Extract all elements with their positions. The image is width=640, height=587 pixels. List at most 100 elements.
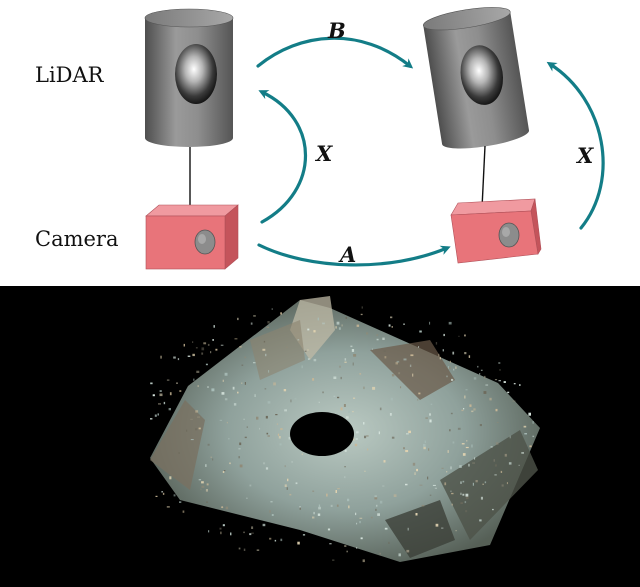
point-speck	[244, 382, 246, 385]
point-speck	[336, 321, 340, 325]
point-cloud-speckles	[150, 306, 535, 563]
point-speck	[391, 326, 393, 328]
point-speck	[504, 453, 507, 457]
point-speck	[473, 408, 476, 411]
point-speck	[382, 485, 385, 487]
point-speck	[243, 531, 245, 534]
arrow-x-right	[546, 61, 605, 230]
point-speck	[356, 547, 358, 549]
point-speck	[451, 378, 454, 381]
point-speck	[393, 494, 397, 497]
point-speck	[225, 506, 229, 510]
point-speck	[205, 489, 208, 492]
point-speck	[299, 506, 301, 508]
point-speck	[238, 456, 240, 459]
point-speck	[403, 447, 405, 450]
lidar-sensor-left	[144, 8, 234, 147]
point-speck	[318, 401, 320, 404]
point-speck	[237, 317, 239, 321]
point-speck	[186, 429, 188, 432]
point-speck	[465, 446, 469, 449]
point-speck	[406, 433, 409, 435]
point-speck	[355, 512, 357, 516]
point-speck	[495, 408, 498, 412]
point-speck	[528, 412, 531, 416]
point-speck	[267, 435, 270, 437]
point-speck	[223, 470, 226, 472]
point-speck	[444, 482, 447, 486]
point-speck	[384, 356, 387, 359]
point-speck	[383, 460, 386, 463]
point-speck	[344, 358, 347, 361]
point-speck	[280, 538, 283, 542]
lidar-lens-right	[460, 45, 504, 105]
point-speck	[484, 481, 487, 484]
point-speck	[518, 464, 520, 466]
point-speck	[267, 321, 270, 324]
point-speck	[417, 398, 419, 401]
point-speck	[363, 422, 365, 425]
point-speck	[266, 432, 269, 435]
camera-right	[450, 198, 542, 264]
point-speck	[161, 491, 163, 493]
point-speck	[367, 448, 369, 451]
point-speck	[464, 395, 466, 399]
point-speck	[249, 484, 252, 487]
point-speck	[295, 482, 298, 485]
point-speck	[410, 354, 414, 357]
point-speck	[205, 464, 207, 467]
point-speck	[442, 349, 444, 352]
point-speck	[376, 504, 378, 507]
point-speck	[259, 427, 261, 430]
point-speck	[455, 530, 457, 532]
point-speck	[344, 361, 347, 363]
point-speck	[447, 450, 449, 453]
point-speck	[335, 326, 337, 329]
point-speck	[408, 430, 411, 434]
point-speck	[268, 370, 270, 373]
point-speck	[337, 396, 340, 399]
point-speck	[377, 513, 380, 516]
point-speck	[390, 397, 393, 401]
point-speck	[318, 504, 321, 508]
point-speck	[449, 429, 451, 432]
point-speck	[379, 500, 383, 504]
point-speck	[405, 450, 409, 453]
point-speck	[495, 442, 499, 445]
point-speck	[169, 392, 172, 396]
point-speck	[301, 453, 303, 456]
point-speck	[434, 487, 437, 489]
point-speck	[471, 410, 474, 413]
point-speck	[360, 537, 363, 540]
point-speck	[451, 492, 454, 495]
point-speck	[304, 350, 307, 352]
lidar-lens-left	[175, 44, 217, 104]
point-speck	[178, 452, 180, 454]
point-speck	[273, 382, 276, 386]
point-speck	[297, 541, 300, 545]
point-speck	[327, 528, 331, 531]
point-speck	[441, 467, 444, 469]
point-speck	[270, 501, 273, 503]
point-speck	[265, 415, 268, 419]
point-speck	[212, 458, 214, 461]
point-speck	[195, 410, 199, 413]
point-speck	[299, 507, 301, 510]
point-speck	[250, 322, 253, 325]
point-speck	[205, 363, 208, 366]
point-speck	[340, 407, 343, 411]
point-speck	[403, 358, 407, 361]
point-speck	[429, 494, 432, 496]
point-speck	[246, 497, 248, 499]
point-speck	[312, 378, 315, 381]
point-speck	[224, 398, 228, 401]
point-speck	[284, 409, 287, 412]
point-speck	[160, 355, 162, 359]
point-speck	[532, 435, 535, 438]
point-speck	[359, 517, 363, 519]
point-speck	[207, 443, 210, 446]
point-speck	[479, 424, 482, 427]
point-speck	[243, 418, 245, 420]
point-speck	[332, 559, 335, 561]
point-speck	[388, 541, 390, 544]
